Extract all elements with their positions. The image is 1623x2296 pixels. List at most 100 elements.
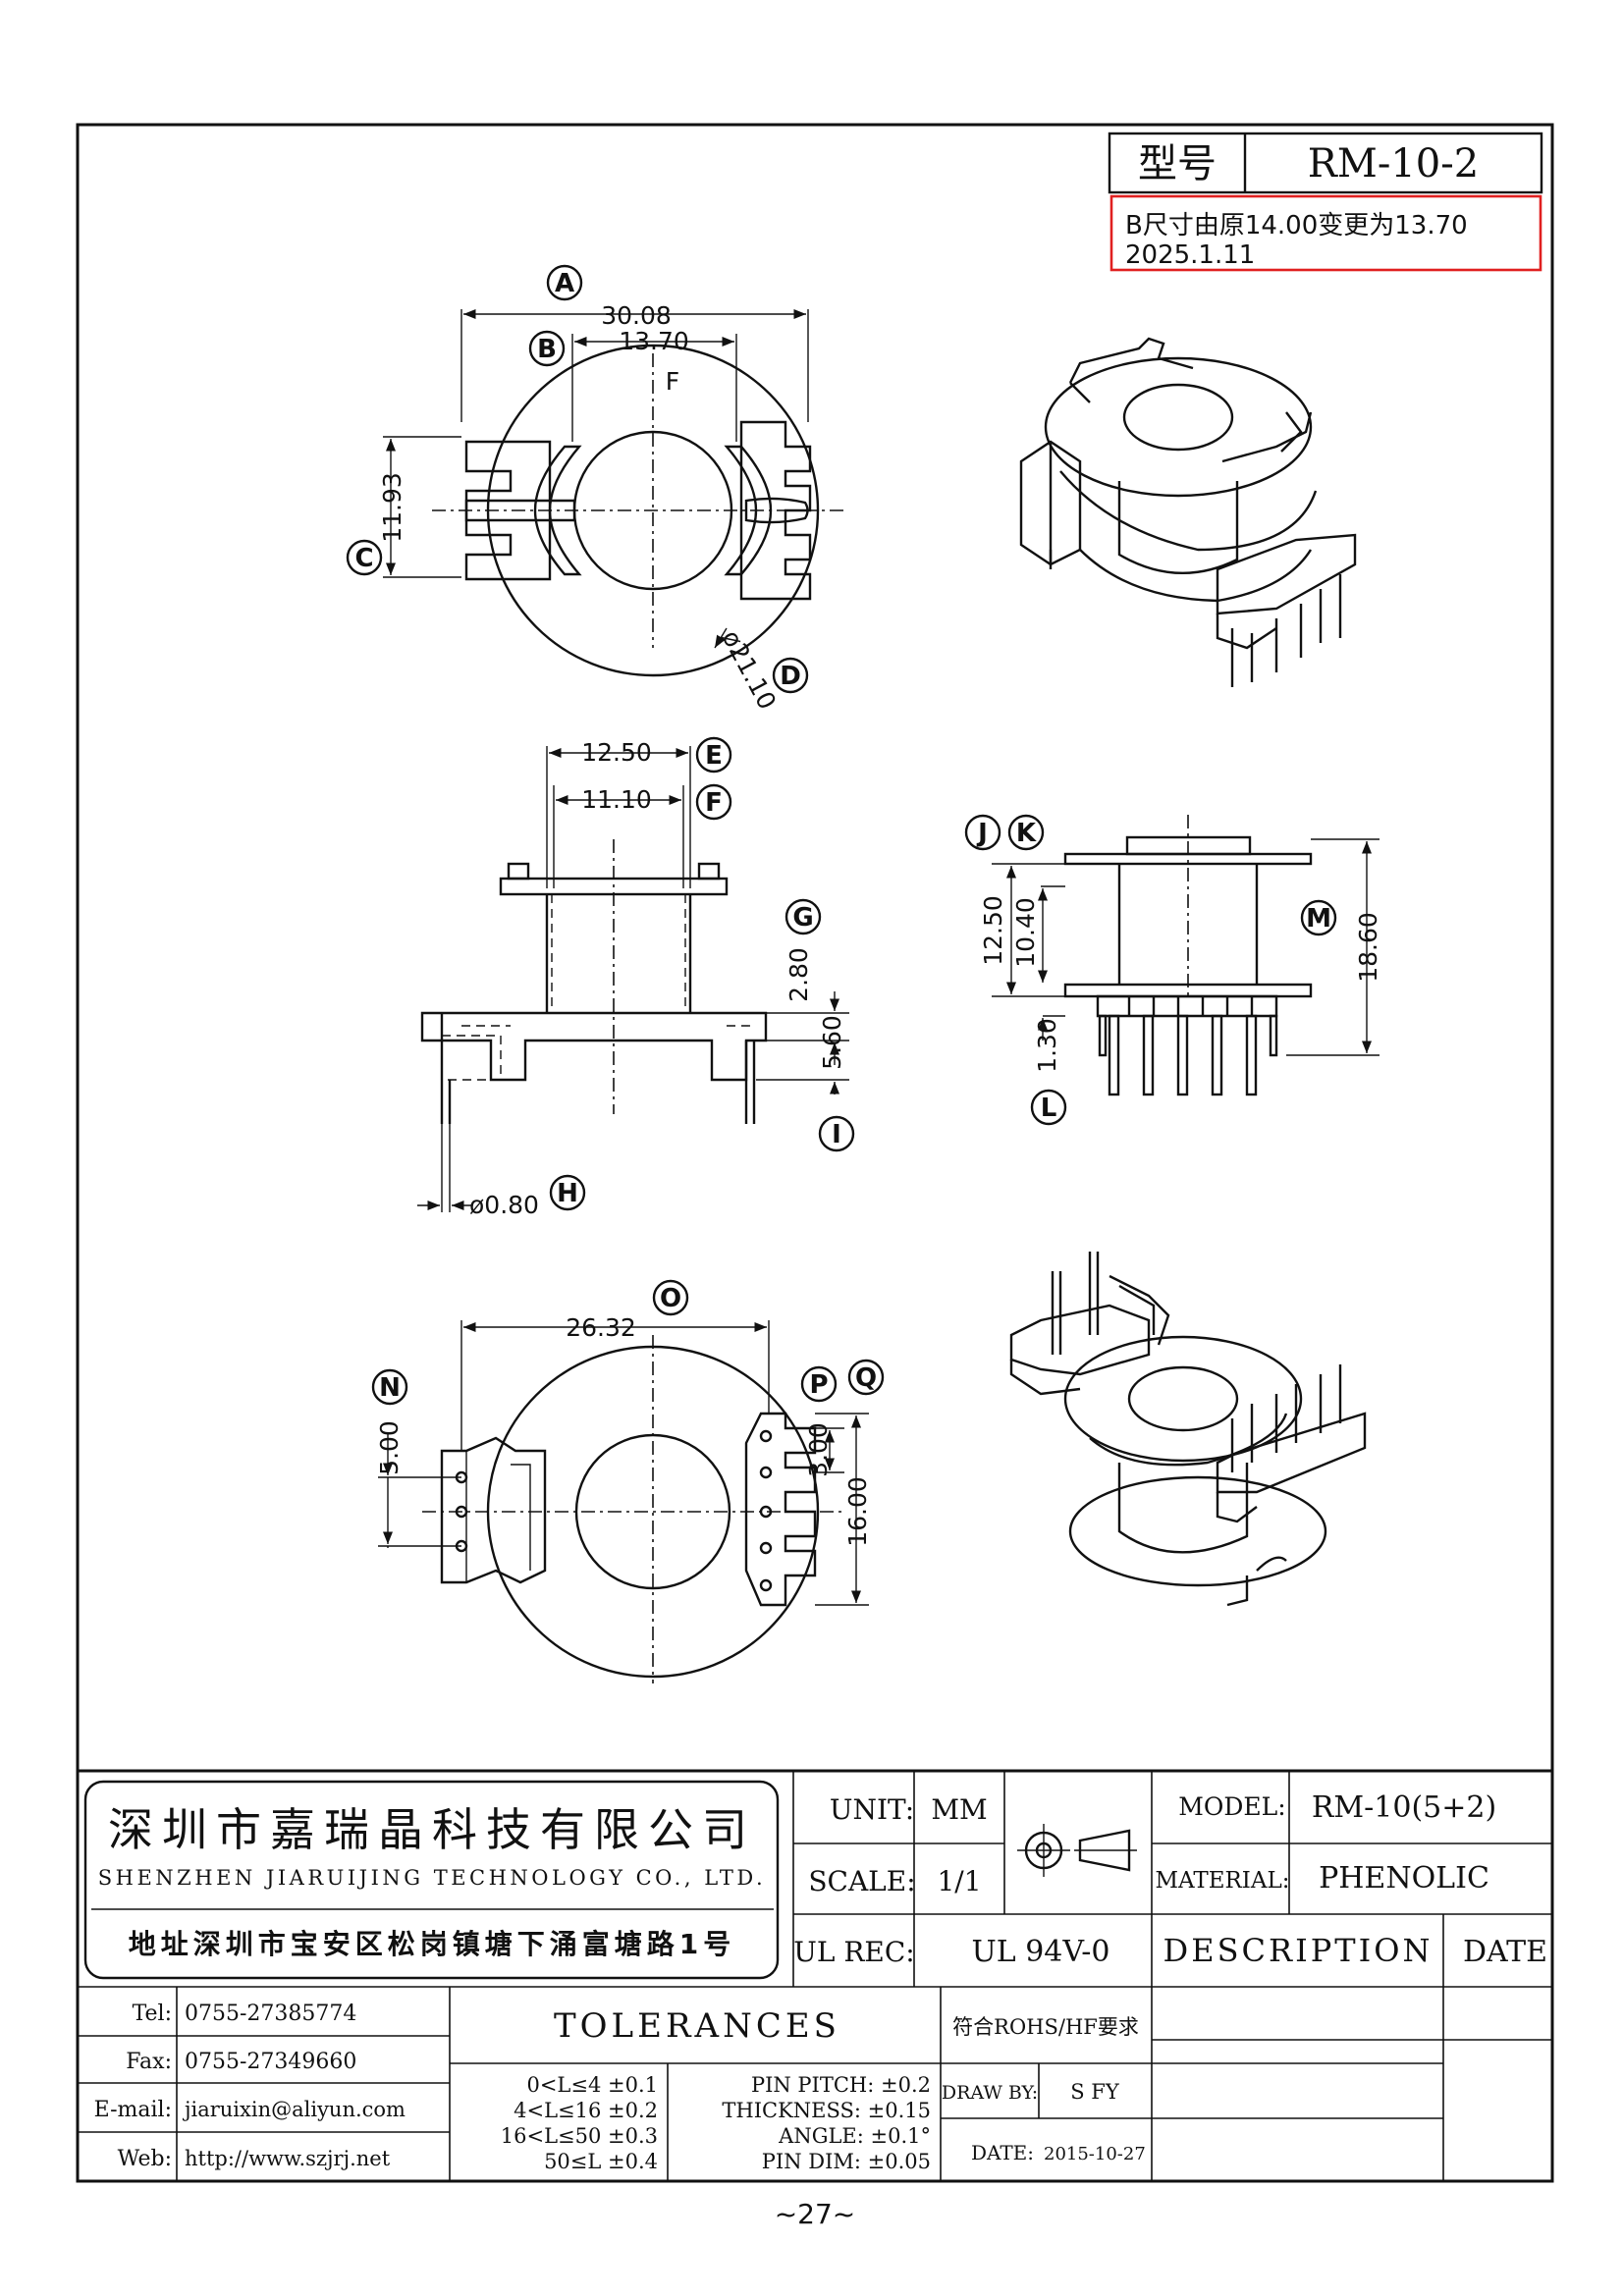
revision-note-line2: 2025.1.11	[1125, 240, 1255, 270]
bottom-view: 26.32 5.00 3.00 16.00 N O P Q	[371, 1279, 885, 1683]
scale-label: SCALE:	[808, 1865, 915, 1897]
svg-text:E: E	[705, 741, 723, 771]
tel-label: Tel:	[133, 2002, 172, 2026]
scale-value: 1/1	[937, 1865, 981, 1897]
tolerance-pin-pitch: PIN PITCH: ±0.2	[751, 2073, 931, 2097]
svg-text:Q: Q	[855, 1363, 877, 1393]
dim-g-value: 2.80	[784, 947, 813, 1002]
svg-text:F: F	[705, 788, 723, 818]
draw-by-value: S FY	[1070, 2080, 1120, 2104]
svg-text:M: M	[1306, 904, 1331, 934]
fax-label: Fax:	[126, 2050, 172, 2074]
title-block: 深圳市嘉瑞晶科技有限公司 SHENZHEN JIARUIJING TECHNOL…	[78, 1769, 1552, 2181]
ul-rec-value: UL 94V-0	[971, 1935, 1109, 1969]
tel-value: 0755-27385774	[185, 2002, 356, 2026]
company-box	[83, 1780, 780, 1980]
label-f: F	[666, 367, 679, 396]
isometric-view-bottom	[1009, 1252, 1367, 1607]
model-header-value: RM-10-2	[1308, 141, 1479, 187]
side-view: 12.50 10.40 1.30 18.60 J K L M	[964, 814, 1382, 1126]
isometric-view-top	[1019, 337, 1357, 687]
dim-m-value: 18.60	[1354, 912, 1382, 983]
callout-bubble-d: D	[772, 657, 809, 694]
dim-n-value: 5.00	[375, 1420, 404, 1475]
projection-symbol-icon	[1017, 1824, 1137, 1877]
tolerance-angle: ANGLE: ±0.1°	[778, 2124, 931, 2148]
dim-o-value: 26.32	[566, 1313, 636, 1342]
callout-bubble-q: Q	[847, 1359, 885, 1396]
svg-text:D: D	[780, 662, 801, 691]
tolerance-thickness: THICKNESS: ±0.15	[722, 2099, 931, 2122]
draw-by-label: DRAW BY:	[942, 2082, 1038, 2104]
front-view: 12.50 11.10 2.80 5.60 ø0.80 E F G H I	[417, 736, 855, 1219]
date-header: DATE	[1463, 1935, 1547, 1969]
callout-bubble-a: A	[546, 264, 583, 301]
page-number: ~27~	[775, 2198, 856, 2230]
drawing-frame	[76, 123, 1554, 2183]
dim-q-value: 16.00	[843, 1476, 872, 1547]
svg-text:L: L	[1041, 1094, 1057, 1123]
svg-text:N: N	[379, 1373, 401, 1403]
revision-note: B尺寸由原14.00变更为13.70 2025.1.11	[1109, 194, 1542, 272]
svg-text:G: G	[792, 903, 813, 933]
callout-bubble-p: P	[800, 1365, 838, 1403]
material-label: MATERIAL:	[1155, 1868, 1289, 1894]
revision-note-line1: B尺寸由原14.00变更为13.70	[1125, 211, 1468, 240]
callout-bubble-o: O	[652, 1279, 689, 1316]
svg-text:K: K	[1016, 819, 1037, 848]
web-label: Web:	[118, 2147, 172, 2171]
callout-bubble-c: C	[346, 539, 383, 576]
callout-bubble-j: J	[964, 814, 1001, 851]
date-value: 2015-10-27	[1044, 2144, 1146, 2164]
dim-k-value: 10.40	[1011, 897, 1040, 968]
callout-bubble-f: F	[695, 783, 732, 821]
model-label: MODEL:	[1178, 1792, 1285, 1821]
svg-text:A: A	[555, 269, 574, 298]
tolerance-row-4: 50≤L ±0.4	[544, 2150, 658, 2173]
svg-text:C: C	[354, 544, 373, 573]
dim-j-value: 12.50	[979, 895, 1007, 966]
svg-text:J: J	[976, 819, 988, 848]
model-value: RM-10(5+2)	[1312, 1790, 1496, 1825]
dim-d-value: ø21.10	[717, 625, 782, 714]
model-header: 型号 RM-10-2	[1108, 132, 1543, 194]
tolerance-pin-dim: PIN DIM: ±0.05	[762, 2150, 931, 2173]
dim-b-value: 13.70	[619, 327, 689, 355]
svg-text:I: I	[832, 1120, 841, 1149]
company-name-en: SHENZHEN JIARUIJING TECHNOLOGY CO., LTD.	[98, 1866, 766, 1890]
callout-bubble-m: M	[1300, 899, 1337, 936]
tolerance-row-1: 0<L≤4 ±0.1	[526, 2073, 658, 2097]
model-header-label: 型号	[1138, 141, 1217, 187]
callout-bubble-k: K	[1007, 814, 1045, 851]
dim-l-value: 1.30	[1033, 1018, 1061, 1073]
company-name-cn: 深圳市嘉瑞晶科技有限公司	[108, 1803, 756, 1856]
rohs-statement: 符合ROHS/HF要求	[952, 2015, 1139, 2039]
description-header: DESCRIPTION	[1163, 1932, 1434, 1969]
dim-i-value: 5.60	[818, 1015, 846, 1070]
tolerances-title: TOLERANCES	[554, 2006, 840, 2046]
dim-a-value: 30.08	[601, 301, 672, 330]
ul-rec-label: UL REC:	[793, 1936, 914, 1968]
callout-bubble-b: B	[528, 330, 566, 367]
dim-h-value: ø0.80	[469, 1191, 539, 1219]
email-value: jiaruixin@aliyun.com	[182, 2098, 406, 2121]
svg-text:O: O	[660, 1284, 681, 1313]
callout-bubble-e: E	[695, 736, 732, 774]
callout-bubble-h: H	[549, 1174, 586, 1211]
unit-label: UNIT:	[830, 1793, 914, 1826]
date-label: DATE:	[971, 2141, 1034, 2164]
svg-text:P: P	[809, 1370, 828, 1400]
fax-value: 0755-27349660	[185, 2050, 356, 2074]
dim-p-value: 3.00	[804, 1422, 833, 1477]
callout-bubble-i: I	[818, 1115, 855, 1152]
callout-bubble-l: L	[1030, 1089, 1067, 1126]
callout-bubble-g: G	[784, 898, 822, 935]
dim-f-value: 11.10	[581, 785, 652, 814]
unit-value: MM	[931, 1793, 987, 1826]
company-address: 地址深圳市宝安区松岗镇塘下涌富塘路1号	[129, 1928, 736, 1960]
tolerance-row-3: 16<L≤50 ±0.3	[501, 2124, 658, 2148]
dim-c-value: 11.93	[378, 472, 406, 543]
tolerance-row-2: 4<L≤16 ±0.2	[514, 2099, 658, 2122]
callout-bubble-n: N	[371, 1368, 408, 1406]
